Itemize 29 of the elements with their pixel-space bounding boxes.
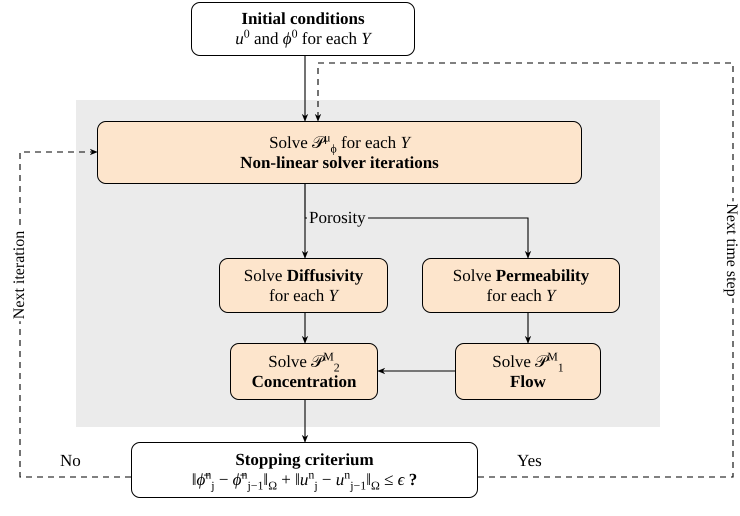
box-text: Concentration [252, 372, 356, 392]
dashed-arrow [314, 62, 734, 478]
box-title: Solve Permeability [452, 266, 590, 286]
box-title: Initial conditions [241, 9, 365, 29]
edge-note: Next time step [723, 201, 739, 299]
edge-label: Yes [515, 452, 544, 469]
process-box [230, 343, 378, 400]
arrow [524, 313, 532, 344]
panel-background [76, 100, 660, 427]
process-box [455, 343, 601, 400]
box-text: ‖ϕ̄$^{n}$$_{j}$ − ϕ̄$^{n}$$_{j−1}$‖$_{Ω}$ + ‖u$^{n}$$_{j}$ − u$^{n}$$_{j−1}$‖$_{Ω}$ ≤ ϵ ? [192, 470, 418, 490]
box-text: Flow [510, 372, 546, 392]
arrow [377, 368, 455, 374]
edge-label: No [58, 452, 83, 469]
process-box [97, 121, 582, 184]
process-box [219, 258, 388, 313]
arrow [302, 56, 308, 122]
box-title: Solve Diffusivity [244, 266, 364, 286]
box-text: u$^{0}$ and ϕ$^{0}$ for each Y [235, 29, 371, 49]
process-box [131, 442, 478, 498]
process-box [191, 2, 415, 56]
edge-label: Porosity [307, 209, 368, 226]
box-text: for each Y [486, 286, 556, 306]
box-text: for each Y [269, 286, 338, 306]
arrow [302, 313, 308, 344]
box-title: Stopping criterium [235, 450, 374, 470]
box-text: Non-linear solver iterations [240, 152, 439, 172]
arrow [302, 400, 308, 443]
process-box [422, 258, 620, 313]
